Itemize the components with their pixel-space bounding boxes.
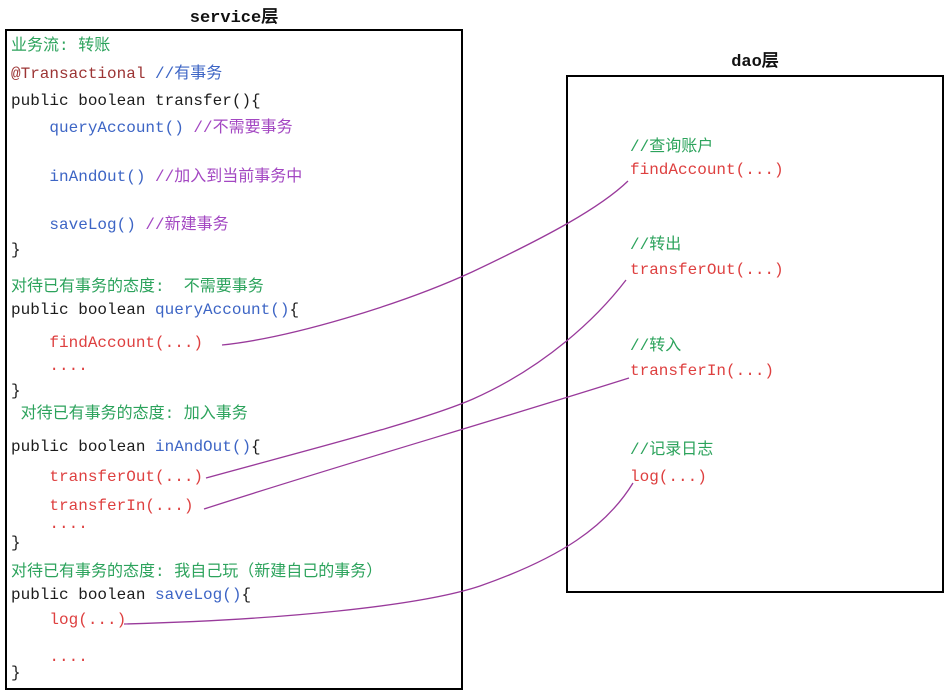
code-segment: saveLog()	[155, 586, 242, 604]
dao-comment: //转出	[630, 236, 682, 254]
code-segment: ....	[11, 357, 88, 375]
service-code-line: ....	[11, 357, 88, 375]
dao-comment: //查询账户	[630, 138, 714, 156]
code-segment: }	[11, 534, 21, 552]
service-code-line: public boolean inAndOut(){	[11, 439, 261, 456]
service-code-line: @Transactional //有事务	[11, 66, 222, 83]
service-code-line: queryAccount() //不需要事务	[11, 119, 293, 137]
code-segment: {	[251, 438, 261, 456]
service-code-line: }	[11, 535, 21, 552]
code-segment: //加入到当前事务中	[145, 168, 303, 186]
service-code-line: ....	[11, 515, 88, 533]
service-code-line: log(...)	[11, 612, 126, 629]
service-code-line: }	[11, 665, 21, 682]
code-segment: transferIn(...)	[11, 497, 194, 515]
dao-comment: //转入	[630, 337, 682, 355]
service-code-line: ....	[11, 648, 88, 666]
service-code-line: inAndOut() //加入到当前事务中	[11, 169, 302, 186]
code-segment: @Transactional	[11, 65, 146, 83]
code-segment: public boolean	[11, 586, 156, 604]
code-segment: 对待已有事务的态度: 加入事务	[11, 405, 248, 423]
dao-comment: //记录日志	[630, 441, 714, 459]
service-code-line: transferIn(...)	[11, 498, 193, 515]
code-segment: //有事务	[145, 65, 223, 83]
service-code-line: }	[11, 383, 21, 400]
code-segment: transferOut(...)	[11, 468, 204, 486]
service-code-line: }	[11, 242, 21, 259]
code-segment: 业务流: 转账	[11, 37, 111, 55]
service-layer-title: service层	[189, 9, 279, 28]
dao-method: log(...)	[630, 468, 707, 486]
code-segment: //新建事务	[135, 216, 229, 234]
service-code-line: transferOut(...)	[11, 469, 203, 486]
dao-method: findAccount(...)	[630, 161, 784, 179]
service-code-line: public boolean transfer(){	[11, 93, 261, 110]
code-segment: //不需要事务	[183, 119, 293, 137]
code-segment: inAndOut()	[155, 438, 252, 456]
code-segment: ....	[11, 648, 88, 666]
code-segment: 对待已有事务的态度: 不需要事务	[11, 278, 264, 296]
service-code-line: public boolean saveLog(){	[11, 587, 251, 604]
code-segment: queryAccount()	[11, 119, 184, 137]
code-segment: ....	[11, 515, 88, 533]
code-segment: public boolean	[11, 438, 156, 456]
service-code-line: 对待已有事务的态度: 加入事务	[11, 406, 248, 423]
service-code-line: public boolean queryAccount(){	[11, 302, 299, 319]
code-segment: }	[11, 664, 21, 682]
service-box: 业务流: 转账 @Transactional //有事务 public boolea…	[5, 29, 463, 690]
service-code-line: findAccount(...)	[11, 335, 203, 352]
service-code-line: 业务流: 转账	[11, 38, 110, 55]
code-segment: saveLog()	[11, 216, 136, 234]
service-code-line: saveLog() //新建事务	[11, 216, 229, 234]
code-segment: }	[11, 241, 21, 259]
service-code-line: 对待已有事务的态度: 不需要事务	[11, 279, 264, 296]
dao-box: //查询账户 findAccount(...) //转出 transferOut(..…	[566, 75, 944, 593]
service-code-line: 对待已有事务的态度: 我自己玩（新建自己的事务）	[11, 564, 382, 581]
code-segment: queryAccount()	[155, 301, 290, 319]
dao-layer-title: dao层	[731, 53, 779, 72]
code-segment: findAccount(...)	[11, 334, 204, 352]
code-segment: inAndOut()	[11, 168, 146, 186]
code-segment: 对待已有事务的态度: 我自己玩（新建自己的事务）	[11, 563, 383, 581]
code-segment: public boolean	[11, 301, 156, 319]
code-segment: }	[11, 382, 21, 400]
code-segment: {	[289, 301, 300, 319]
code-segment: public boolean transfer(){	[11, 92, 261, 110]
dao-method: transferOut(...)	[630, 261, 784, 279]
code-segment: log(...)	[11, 611, 127, 629]
code-segment: {	[241, 586, 252, 604]
dao-method: transferIn(...)	[630, 362, 775, 380]
